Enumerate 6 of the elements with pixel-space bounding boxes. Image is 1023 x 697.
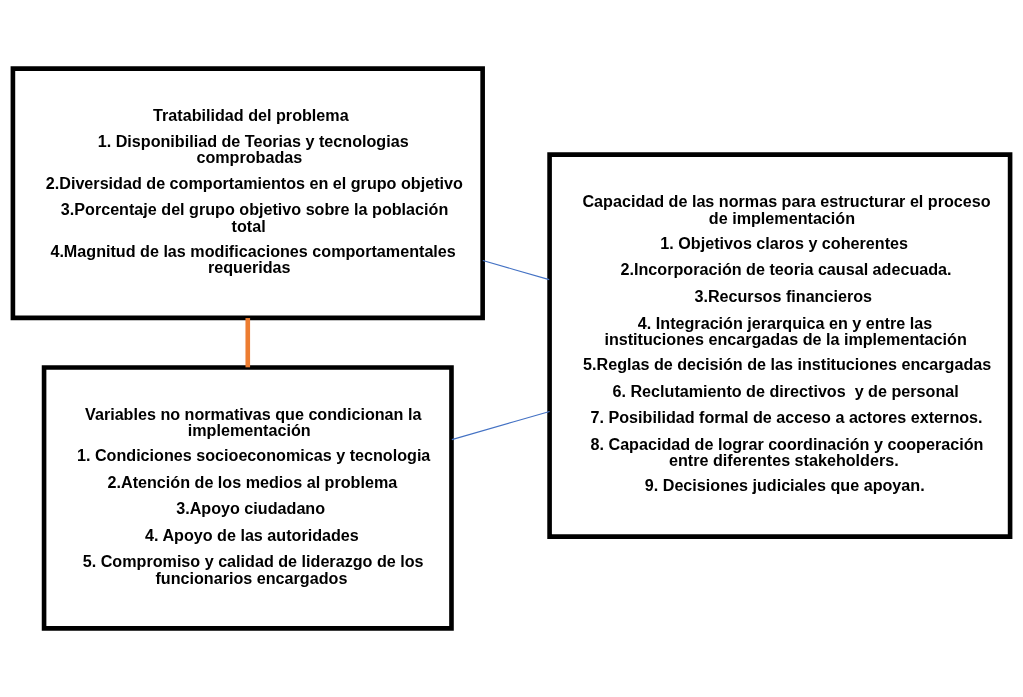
- node-box: Variables no normativas que condicionan la implementación 1. Condiciones socioeconomicas y tecnologia 2.Atención de los medios al problema 3.Apoyo ciudadano 4. Apoyo de las autoridades 5. Compromiso y calidad de liderazgo de los funcionarios encargados: [41, 365, 454, 631]
- connector: [482, 259, 550, 281]
- node-box: Capacidad de las normas para estructurar el proceso de implementación 1. Objetivos claros y coherentes 2.Incorporación de teoria causal adecuada. 3.Recursos financieros 4. Integración jerarquica en y entre las instituciones encargadas de la implementación 5.Reglas de decisión de las instituciones encargadas 6. Reclutamiento de directivos y de personal 7. Posibilidad formal de acceso a actores externos. 8. Capacidad de lograr coordinación y cooperación entre diferentes stakeholders. 9. Decisiones judiciales que apoyan.: [547, 152, 1013, 539]
- node-box: Tratabilidad del problema 1. Disponibiliad de Teorias y tecnologias comprobadas 2.Diversidad de comportamientos en el grupo objetivo 3.Porcentaje del grupo objetivo sobre la población total 4.Magnitud de las modificaciones comportamentales requeridas: [10, 66, 485, 321]
- connector: [451, 410, 551, 441]
- connector: [245, 318, 251, 368]
